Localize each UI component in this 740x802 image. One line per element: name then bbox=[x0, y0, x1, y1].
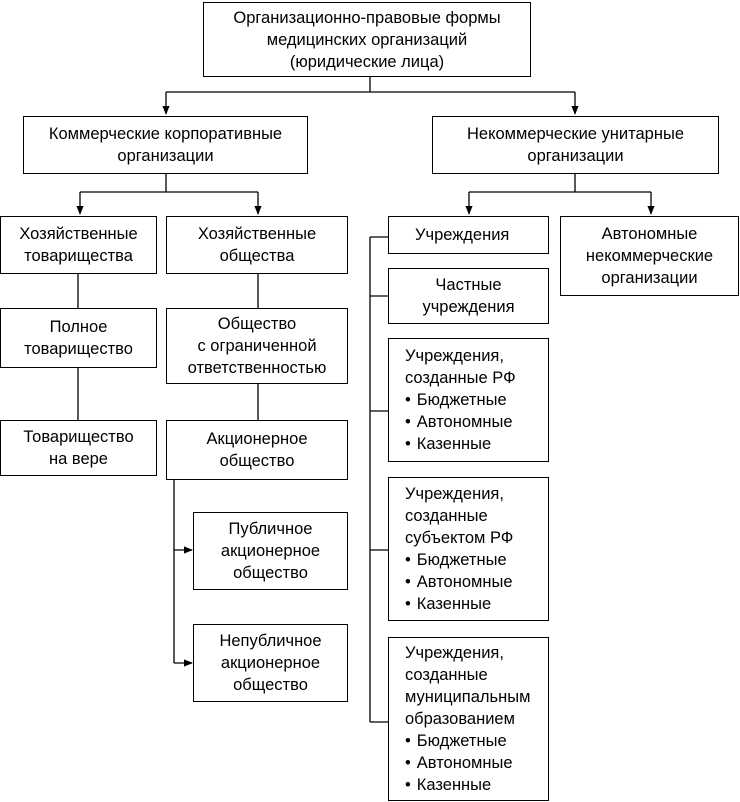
nonpublic-jsc-box: Непубличное акционерное общество bbox=[193, 624, 348, 702]
subject-institutions-box: Учреждения, созданные субъектом РФ Бюджетны… bbox=[388, 477, 549, 621]
connector-commercial bbox=[80, 174, 258, 193]
box-text-line: Хозяйственные bbox=[19, 225, 138, 243]
box-text-line: Публичное bbox=[228, 520, 313, 538]
jsc-box: Акционерное общество bbox=[166, 420, 348, 480]
box-text-line: созданные РФ bbox=[405, 369, 516, 387]
box-text-line: организации bbox=[527, 147, 624, 165]
box-text-line: общество bbox=[233, 564, 308, 582]
private-institutions-box: Частные учреждения bbox=[388, 268, 549, 324]
box-text-line: товарищество bbox=[24, 340, 133, 358]
box-text-line: на вере bbox=[49, 450, 108, 468]
limited-partnership-box: Товарищество на вере bbox=[0, 420, 157, 476]
box-text-line: Организационно-правовые формы bbox=[233, 8, 501, 27]
box-text-line: (юридические лица) bbox=[289, 52, 445, 71]
box-text-line: Полное bbox=[49, 318, 108, 336]
box-text-line: общество bbox=[219, 452, 295, 470]
box-text-line: общество bbox=[233, 676, 308, 694]
institutions-box: Учреждения bbox=[388, 216, 549, 254]
rf-institutions-box: Учреждения, созданные РФ БюджетныеАвтономн… bbox=[388, 338, 549, 462]
box-text-line: акционерное bbox=[220, 654, 321, 672]
box-text-line: общества bbox=[219, 247, 295, 265]
municipal-institutions-box: Учреждения, созданные муниципальным образов… bbox=[388, 637, 549, 801]
econ-partnerships-box: Хозяйственные товарищества bbox=[0, 216, 157, 274]
llc-box: Общество с ограниченной ответственностью bbox=[166, 308, 348, 384]
connector-institutions-branch bbox=[369, 236, 388, 722]
box-text-line: муниципальным bbox=[405, 688, 531, 706]
bullet-item: Казенные bbox=[405, 593, 544, 615]
box-text-line: Общество bbox=[217, 315, 297, 333]
box-text-line: Учреждения bbox=[415, 226, 510, 244]
box-text-line: образованием bbox=[405, 710, 515, 728]
bullet-item: Автономные bbox=[405, 571, 544, 593]
box-text-line: медицинских организаций bbox=[266, 30, 468, 49]
autonomous-nco-box: Автономные некоммерческие организации bbox=[560, 216, 739, 296]
box-text-line: Товарищество bbox=[23, 428, 134, 446]
connector-noncommercial bbox=[469, 174, 651, 193]
box-text-line: акционерное bbox=[220, 542, 321, 560]
box-text-line: учреждения bbox=[422, 298, 515, 316]
box-text-line: Хозяйственные bbox=[197, 225, 317, 243]
connector-root bbox=[166, 77, 575, 93]
box-text-line: товарищества bbox=[24, 247, 133, 265]
noncommercial-unitary-box: Некоммерческие унитарные организации bbox=[432, 116, 719, 174]
box-text-line: организации bbox=[601, 269, 698, 287]
box-text-line: Учреждения, bbox=[405, 347, 504, 365]
full-partnership-box: Полное товарищество bbox=[0, 308, 157, 368]
commercial-corporate-box: Коммерческие корпоративные организации bbox=[23, 116, 308, 174]
box-text-line: организации bbox=[117, 147, 214, 165]
root-box: Организационно-правовые формы медицинских… bbox=[203, 2, 531, 77]
box-text-line: Учреждения, bbox=[405, 485, 504, 503]
econ-companies-box: Хозяйственные общества bbox=[166, 216, 348, 274]
box-text-line: созданные bbox=[405, 507, 488, 525]
bullet-item: Бюджетные bbox=[405, 730, 544, 752]
bullet-item: Бюджетные bbox=[405, 549, 544, 571]
bullet-item: Казенные bbox=[405, 774, 544, 796]
box-text-line: субъектом РФ bbox=[405, 529, 514, 547]
box-text-line: Коммерческие корпоративные bbox=[48, 125, 283, 143]
box-text-line: с ограниченной bbox=[197, 337, 317, 355]
box-text-line: Непубличное bbox=[219, 632, 322, 650]
box-text-line: ответственностью bbox=[187, 359, 327, 377]
bullet-item: Автономные bbox=[405, 411, 544, 433]
box-text-line: Некоммерческие унитарные bbox=[466, 125, 685, 143]
box-text-line: Учреждения, bbox=[405, 644, 504, 662]
box-text-line: Частные bbox=[435, 276, 502, 294]
bullet-item: Бюджетные bbox=[405, 389, 544, 411]
public-jsc-box: Публичное акционерное общество bbox=[193, 512, 348, 590]
box-text-line: Автономные bbox=[601, 225, 698, 243]
box-text-line: некоммерческие bbox=[585, 247, 714, 265]
bullet-item: Казенные bbox=[405, 433, 544, 455]
box-text-line: созданные bbox=[405, 666, 488, 684]
bullet-item: Автономные bbox=[405, 752, 544, 774]
box-text-line: Акционерное bbox=[206, 430, 308, 448]
